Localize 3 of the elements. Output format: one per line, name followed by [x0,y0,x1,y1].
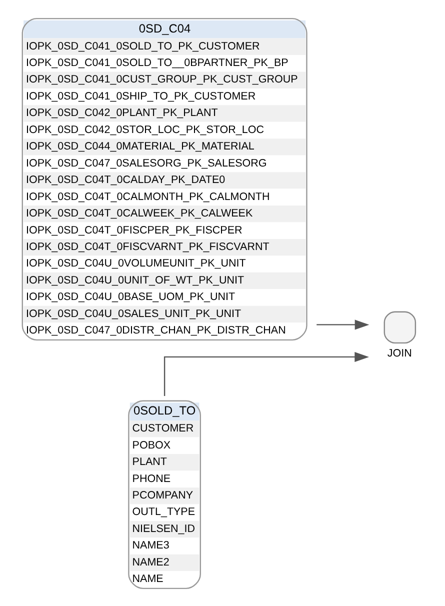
arrow [164,351,369,396]
arrow [316,319,370,330]
node-label: JOIN [387,346,412,359]
